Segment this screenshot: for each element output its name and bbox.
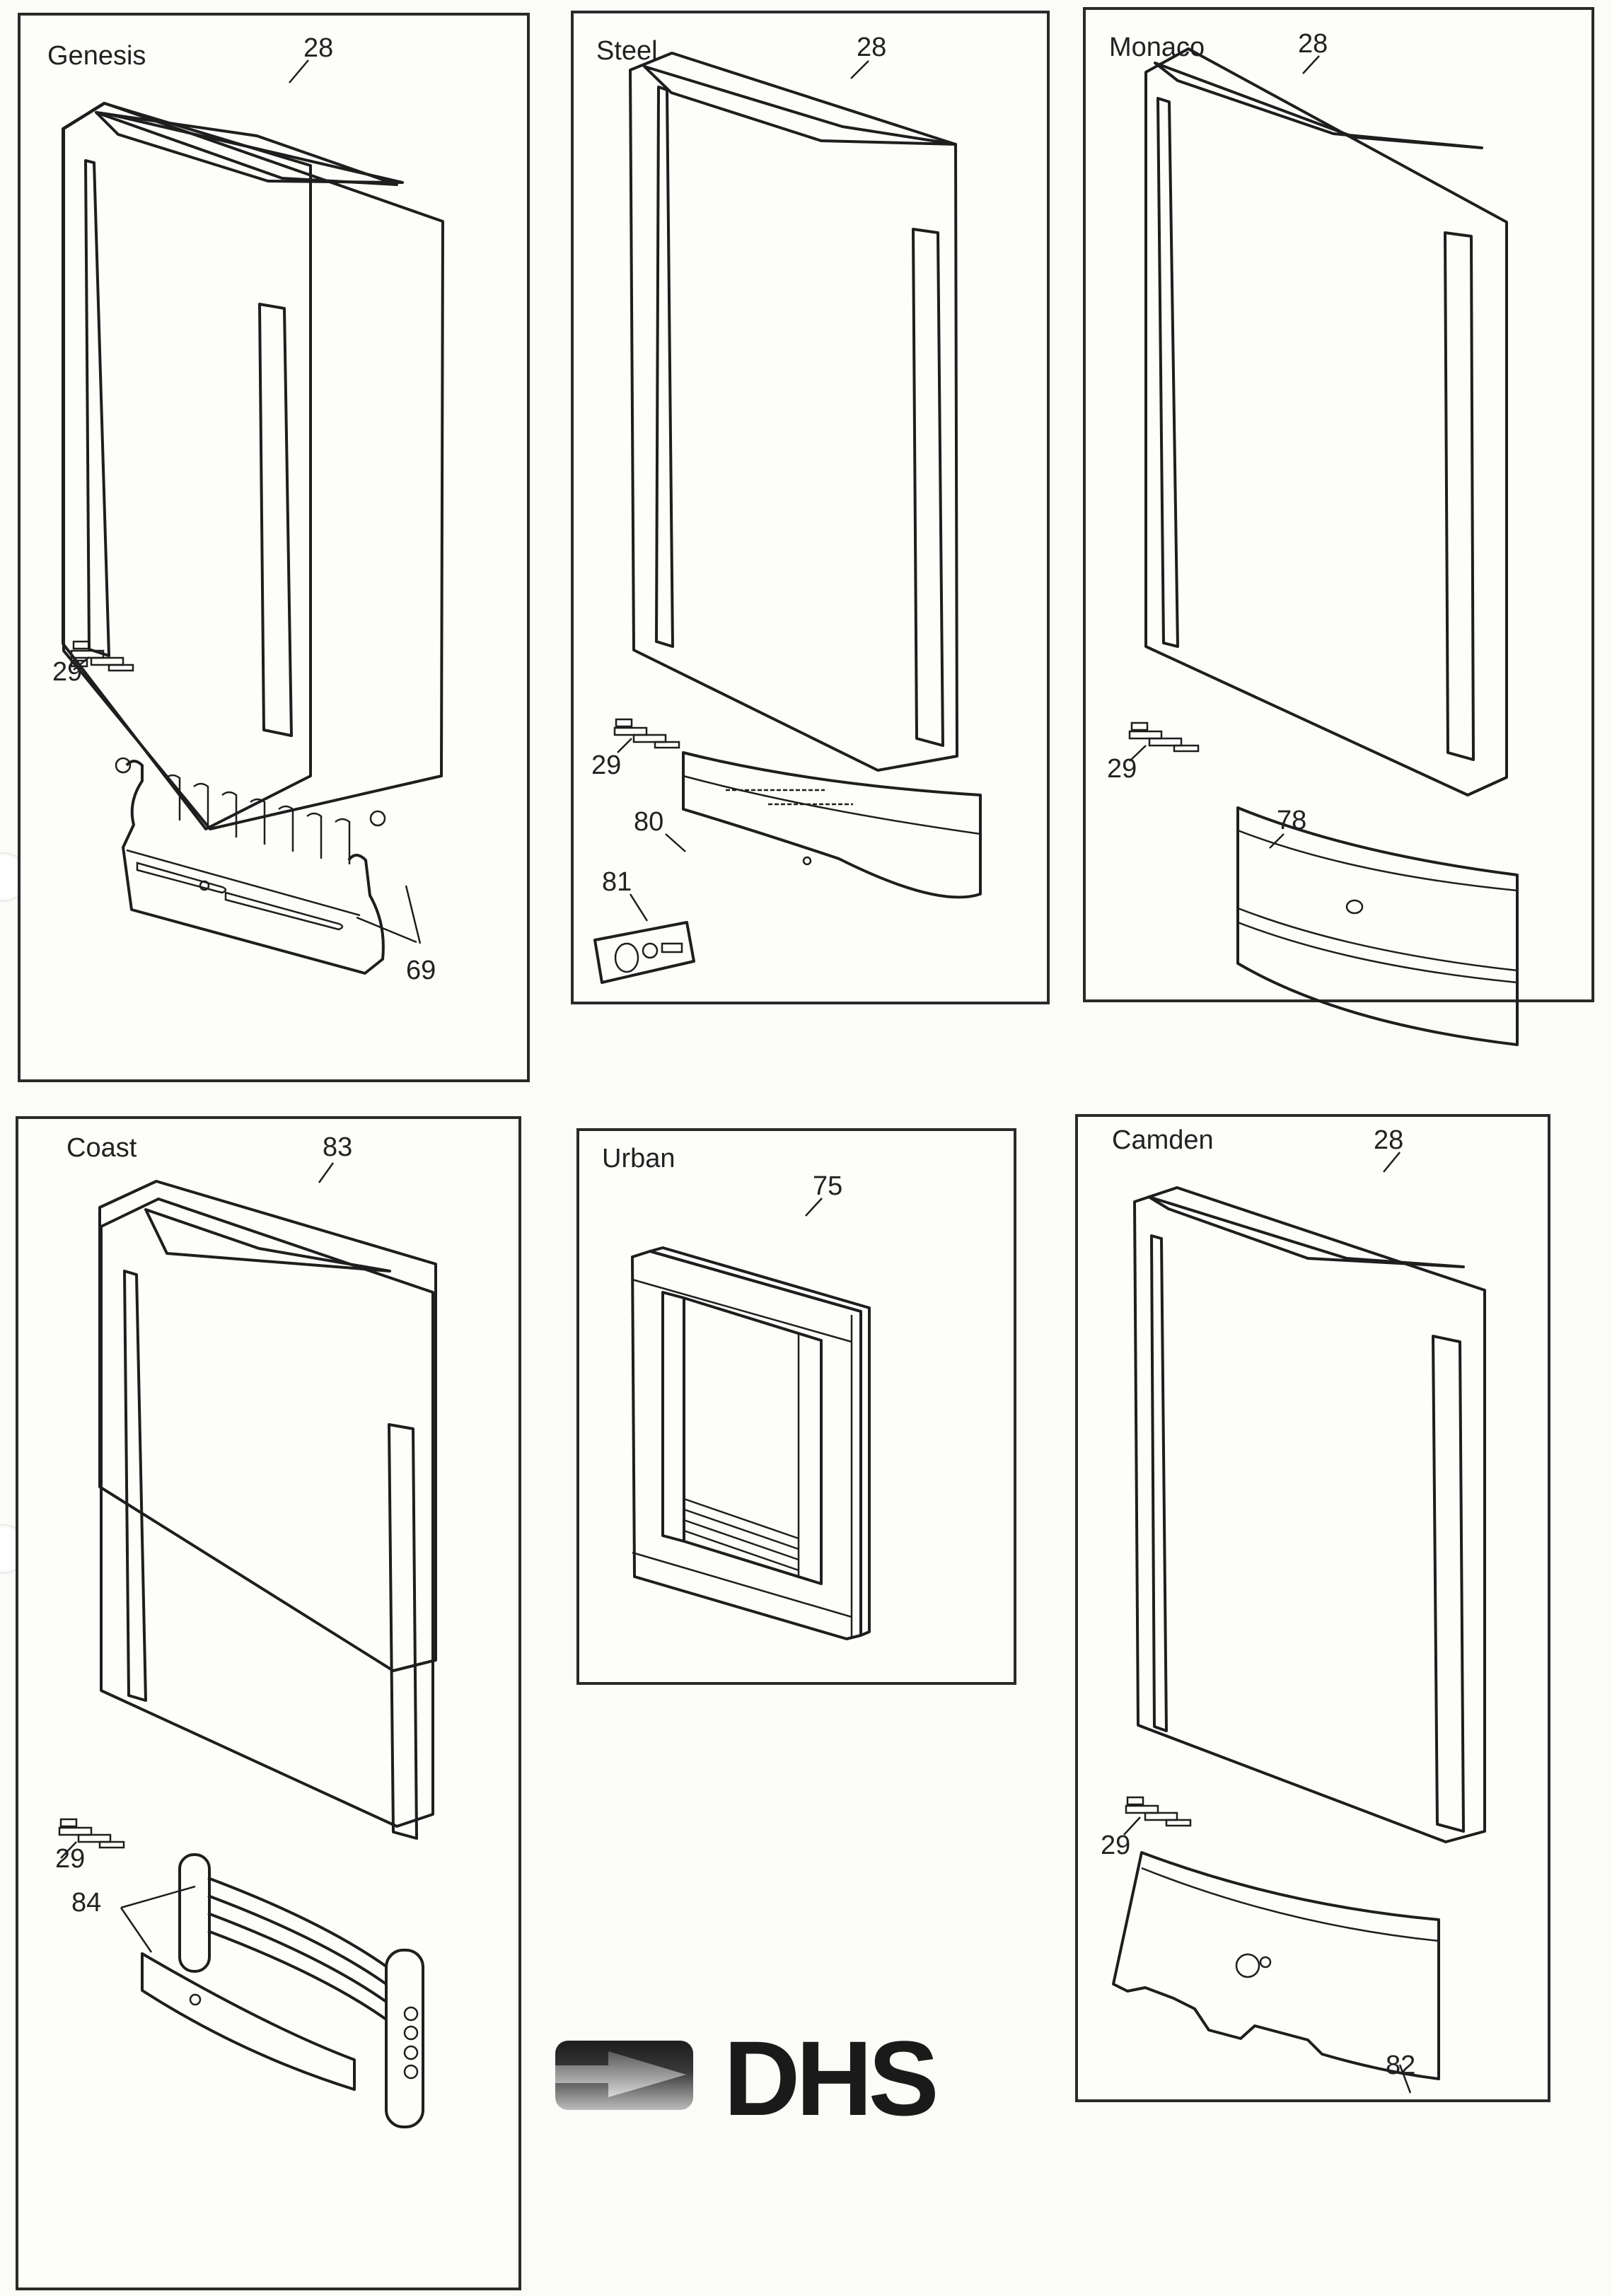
- frame-75: [631, 1246, 871, 1640]
- part-label-28: 28: [303, 33, 333, 63]
- urban-drawing: 75: [631, 1171, 871, 1640]
- fascia-78: [1236, 806, 1519, 1046]
- clips-29: [1128, 721, 1200, 753]
- clips-29: [58, 1818, 125, 1849]
- panel-coast: Coast: [16, 1116, 521, 2290]
- leader-line: [629, 893, 649, 922]
- part-label-75: 75: [813, 1171, 842, 1201]
- leader-line: [60, 1841, 77, 1859]
- coast-drawing: 83 29 84: [55, 1132, 437, 2128]
- part-label-83: 83: [323, 1132, 352, 1162]
- leader-line: [617, 738, 632, 753]
- panel-monaco: Monaco 28 29 78: [1083, 7, 1594, 1046]
- frame-28: [1133, 1186, 1486, 1843]
- leader-line: [1123, 1816, 1141, 1836]
- leader-line: [120, 1907, 153, 1953]
- part-label-29: 29: [1107, 754, 1137, 784]
- part-label-69: 69: [406, 956, 436, 985]
- part-label-29: 29: [55, 1844, 85, 1874]
- arrow-right-icon: [555, 2041, 693, 2110]
- leader-line: [1398, 2064, 1412, 2094]
- camden-drawing: 28 29 82: [1101, 1125, 1486, 2094]
- frame-83: [98, 1180, 437, 1672]
- part-label-84: 84: [71, 1888, 101, 1918]
- leader-line: [289, 59, 309, 83]
- panel-steel: Steel 28 29 8: [571, 11, 1050, 1004]
- frame-28: [62, 102, 444, 830]
- leader-line: [665, 833, 686, 852]
- panel-genesis: Genesis 28 29: [18, 13, 530, 1082]
- leader-line: [850, 60, 869, 79]
- leader-line: [318, 1162, 335, 1183]
- part-label-80: 80: [634, 807, 663, 837]
- leader-line: [356, 916, 417, 944]
- part-label-28: 28: [857, 33, 886, 62]
- logo-text: DHS: [724, 2019, 939, 2138]
- genesis-drawing: 28 29 69: [52, 33, 444, 985]
- frame-28: [1144, 47, 1508, 796]
- part-label-28: 28: [1298, 29, 1328, 59]
- dhs-logo: DHS: [555, 2025, 1043, 2131]
- leader-line: [1383, 1152, 1401, 1173]
- part-label-81: 81: [602, 867, 632, 897]
- panel-title: Camden: [1112, 1125, 1214, 1155]
- leader-line: [805, 1198, 823, 1217]
- clips-29: [1125, 1796, 1192, 1827]
- knob-kit-81: [593, 921, 695, 984]
- panel-title: Coast: [66, 1133, 137, 1163]
- frame-28: [629, 52, 958, 772]
- part-label-29: 29: [52, 657, 82, 687]
- fret-69: [115, 757, 386, 975]
- leader-line: [1129, 745, 1147, 762]
- clips-29: [613, 718, 680, 749]
- panel-title: Monaco: [1109, 33, 1205, 62]
- part-label-29: 29: [1101, 1831, 1130, 1860]
- fascia-82: [1112, 1851, 1440, 2080]
- leader-line: [1302, 55, 1320, 74]
- panel-title: Urban: [602, 1144, 675, 1173]
- fret-84: [141, 1853, 424, 2128]
- steel-drawing: 28 29 80 81: [591, 33, 982, 984]
- panel-urban: Urban 75: [576, 1128, 1016, 1685]
- part-label-29: 29: [591, 750, 621, 780]
- leader-line: [1269, 833, 1285, 849]
- leader-line: [120, 1885, 196, 1909]
- panel-camden: Camden 28 29 82 82: [1075, 1114, 1550, 2102]
- part-label-78: 78: [1277, 806, 1306, 835]
- leader-line: [73, 656, 90, 671]
- panel-title: Steel: [596, 36, 658, 66]
- frame-83: [100, 1198, 434, 1840]
- monaco-drawing: 28 29 78: [1107, 29, 1519, 1046]
- panel-title: Genesis: [47, 41, 146, 71]
- part-label-82: 82: [1386, 2051, 1416, 2080]
- fascia-80: [682, 751, 982, 899]
- leader-line: [405, 885, 422, 944]
- part-label-28: 28: [1374, 1125, 1403, 1155]
